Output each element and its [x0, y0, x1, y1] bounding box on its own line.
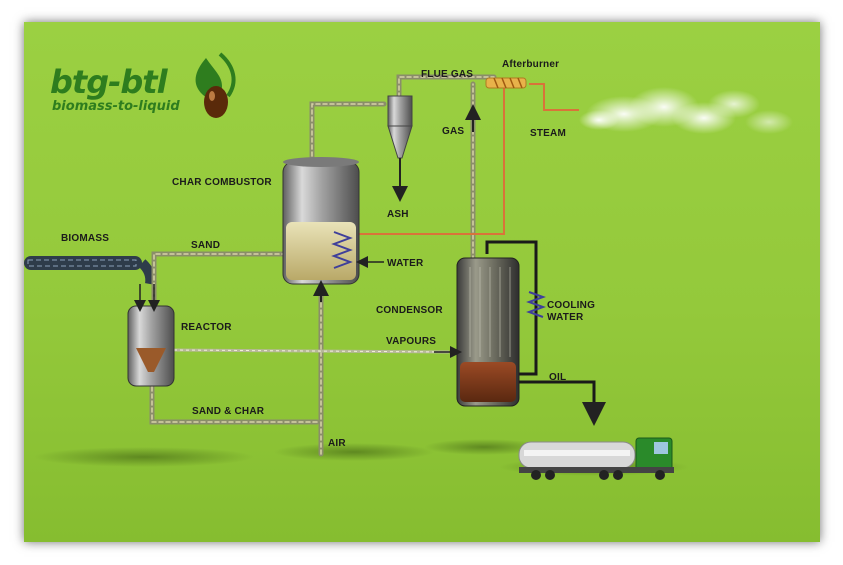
label-ash: ASH	[387, 209, 409, 220]
ground-shadow	[274, 443, 434, 461]
afterburner	[485, 77, 527, 89]
brand-logo: btg-btl biomass-to-liquid	[50, 65, 180, 114]
hot-water-line	[354, 87, 505, 235]
condensor-vessel	[456, 257, 546, 407]
vapours-pipe-dash	[173, 349, 450, 353]
label-water: WATER	[387, 258, 424, 269]
tanker-truck	[518, 437, 674, 480]
ground-shadow	[34, 447, 254, 467]
label-steam: STEAM	[530, 128, 566, 139]
brand-tagline: biomass-to-liquid	[52, 99, 180, 114]
label-condensor: CONDENSOR	[376, 305, 443, 316]
label-sand-char: SAND & CHAR	[192, 406, 265, 417]
reactor-vessel	[127, 284, 175, 387]
ground-shadow	[424, 439, 544, 455]
oil-outlet	[519, 380, 606, 426]
label-reactor: REACTOR	[181, 322, 232, 333]
label-sand: SAND	[191, 240, 221, 251]
label-cooling-water: COOLING WATER	[547, 300, 596, 323]
process-diagram: btg-btl biomass-to-liquid FLUE GAS After…	[24, 22, 820, 542]
biomass-conveyor	[24, 256, 156, 285]
pipes	[149, 74, 497, 457]
diagram-graphics	[24, 52, 793, 480]
vapours-pipe	[173, 348, 450, 354]
label-flue-gas: FLUE GAS	[421, 69, 474, 80]
steam-line	[529, 83, 579, 111]
cooling-loop	[485, 240, 538, 376]
droplet-logo-icon	[195, 52, 236, 118]
label-biomass: BIOMASS	[61, 233, 110, 244]
steam-cloud	[579, 87, 793, 134]
char-combustor-vessel	[282, 157, 360, 285]
label-vapours: VAPOURS	[386, 336, 437, 347]
label-afterburner: Afterburner	[502, 59, 560, 70]
label-oil: OIL	[549, 372, 567, 383]
label-char-combustor: CHAR COMBUSTOR	[172, 177, 272, 188]
label-gas: GAS	[442, 126, 465, 137]
label-air: AIR	[328, 438, 346, 449]
brand-name: btg-btl	[50, 63, 168, 101]
cyclone-separator	[387, 95, 413, 202]
